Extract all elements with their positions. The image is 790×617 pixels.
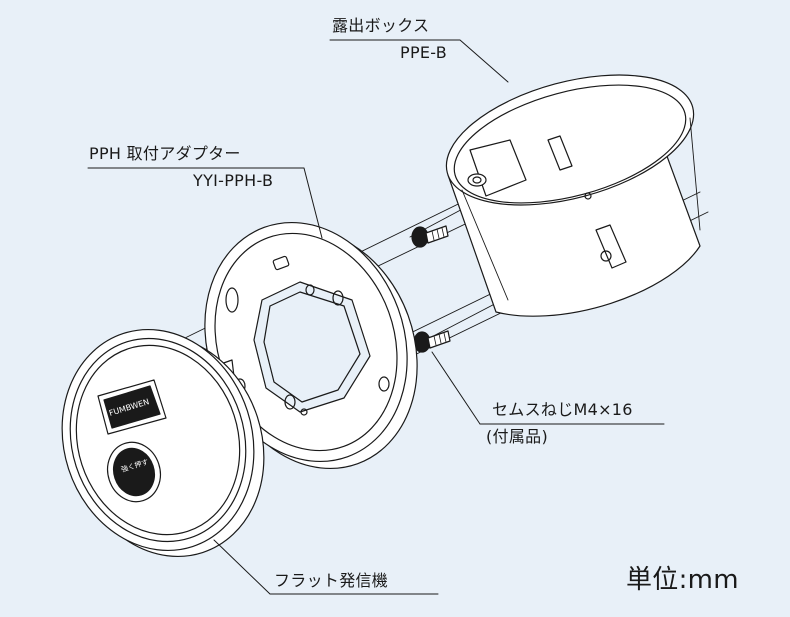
exposed-box-model-label: PPE-B xyxy=(400,43,448,62)
exposed-box-name-label: 露出ボックス xyxy=(332,16,430,35)
adapter-name-label: PPH 取付アダプター xyxy=(89,144,241,163)
screw-note-label: (付属品) xyxy=(486,427,548,446)
exposed-box xyxy=(445,74,701,317)
transmitter-name-label: フラット発信機 xyxy=(274,571,389,590)
mounting-adapter xyxy=(204,221,418,470)
screw-upper xyxy=(411,225,449,248)
screw-lower xyxy=(413,330,451,353)
leader-lines xyxy=(87,39,665,595)
unit-label: 単位:mm xyxy=(626,565,739,595)
flat-transmitter xyxy=(61,328,265,558)
screw-spec-label: セムスねじM4×16 xyxy=(492,400,633,419)
adapter-model-label: YYI-PPH-B xyxy=(193,171,274,190)
